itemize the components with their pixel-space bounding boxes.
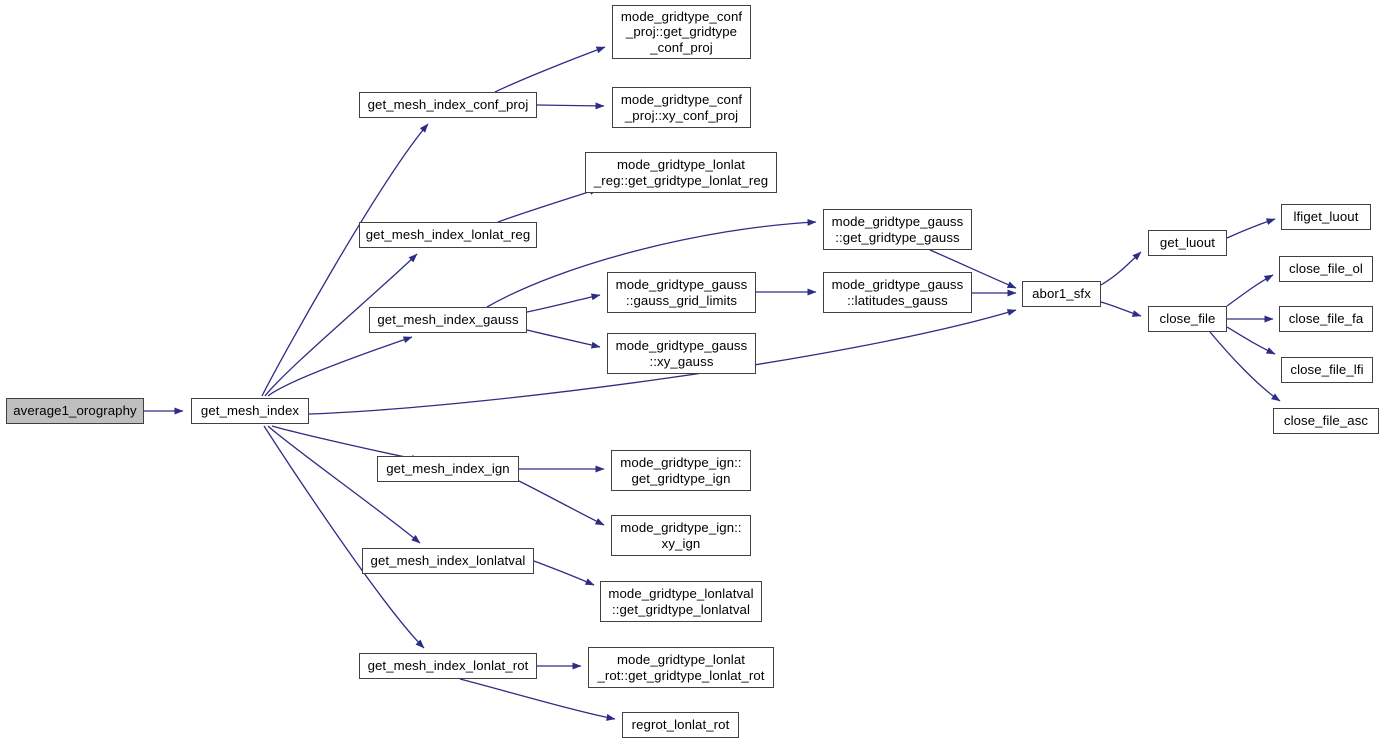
graph-edge [497, 188, 599, 223]
graph-node-get-mesh-index-conf-proj[interactable]: get_mesh_index_conf_proj [359, 92, 537, 118]
graph-node-mode-gridtype-lonlatval-get[interactable]: mode_gridtype_lonlatval ::get_gridtype_l… [600, 581, 762, 622]
graph-edge [271, 425, 421, 462]
graph-node-close-file-fa[interactable]: close_file_fa [1279, 306, 1373, 332]
graph-edge [533, 560, 595, 586]
graph-node-mode-gridtype-lonlat-reg-get[interactable]: mode_gridtype_lonlat _reg::get_gridtype_… [585, 152, 777, 193]
graph-node-get-mesh-index-lonlatval[interactable]: get_mesh_index_lonlatval [362, 548, 534, 574]
graph-edge [526, 293, 601, 313]
graph-node-close-file-ol[interactable]: close_file_ol [1279, 256, 1373, 282]
graph-node-mode-gridtype-ign-get[interactable]: mode_gridtype_ign:: get_gridtype_ign [611, 450, 751, 491]
graph-edge [526, 329, 601, 349]
graph-edge [518, 480, 605, 526]
graph-edge [494, 46, 606, 93]
graph-node-close-file-asc[interactable]: close_file_asc [1273, 408, 1379, 434]
graph-edge [267, 425, 421, 544]
graph-node-mode-gridtype-conf-proj-get[interactable]: mode_gridtype_conf _proj::get_gridtype _… [612, 5, 751, 59]
graph-node-get-mesh-index-gauss[interactable]: get_mesh_index_gauss [369, 307, 527, 333]
graph-node-get-mesh-index-lonlat-rot[interactable]: get_mesh_index_lonlat_rot [359, 653, 537, 679]
graph-node-mode-gridtype-gauss-latitudes[interactable]: mode_gridtype_gauss ::latitudes_gauss [823, 272, 972, 313]
graph-edge [1209, 331, 1281, 402]
graph-node-mode-gridtype-lonlat-rot-get[interactable]: mode_gridtype_lonlat _rot::get_gridtype_… [588, 647, 774, 688]
graph-edge [1100, 301, 1142, 317]
graph-node-average1-orography[interactable]: average1_orography [6, 398, 144, 424]
graph-node-mode-gridtype-ign-xy[interactable]: mode_gridtype_ign:: xy_ign [611, 515, 751, 556]
graph-node-mode-gridtype-conf-proj-xy[interactable]: mode_gridtype_conf _proj::xy_conf_proj [612, 87, 751, 128]
graph-node-get-mesh-index[interactable]: get_mesh_index [191, 398, 309, 424]
graph-node-get-luout[interactable]: get_luout [1148, 230, 1227, 256]
graph-node-mode-gridtype-gauss-get[interactable]: mode_gridtype_gauss ::get_gridtype_gauss [823, 209, 972, 250]
graph-edge [1226, 218, 1276, 239]
graph-node-mode-gridtype-gauss-grid-limits[interactable]: mode_gridtype_gauss ::gauss_grid_limits [607, 272, 756, 313]
graph-node-get-mesh-index-lonlat-reg[interactable]: get_mesh_index_lonlat_reg [359, 222, 537, 248]
graph-edge [1226, 274, 1274, 307]
graph-edge [261, 123, 429, 397]
graph-node-regrot-lonlat-rot[interactable]: regrot_lonlat_rot [622, 712, 739, 738]
graph-node-get-mesh-index-ign[interactable]: get_mesh_index_ign [377, 456, 519, 482]
graph-node-lfiget-luout[interactable]: lfiget_luout [1281, 204, 1371, 230]
graph-edge [536, 102, 605, 110]
graph-node-close-file[interactable]: close_file [1148, 306, 1227, 332]
graph-node-close-file-lfi[interactable]: close_file_lfi [1281, 357, 1373, 383]
graph-edge [1226, 326, 1276, 355]
graph-edge [1100, 251, 1142, 286]
graph-edge [267, 336, 413, 397]
graph-node-abor1-sfx[interactable]: abor1_sfx [1022, 281, 1101, 307]
graph-node-mode-gridtype-gauss-xy[interactable]: mode_gridtype_gauss ::xy_gauss [607, 333, 756, 374]
